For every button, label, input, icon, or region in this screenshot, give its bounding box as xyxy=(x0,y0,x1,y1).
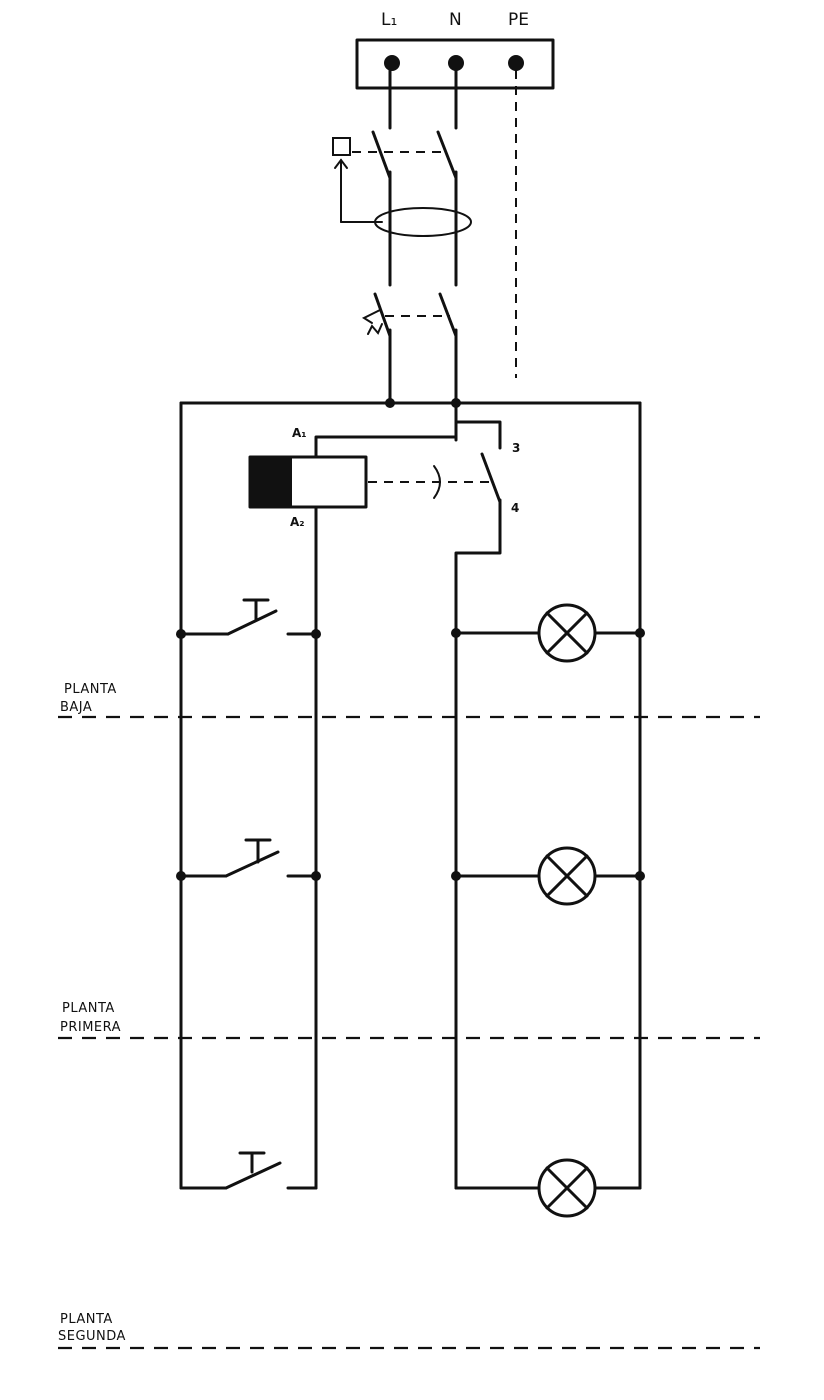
terminal-pe-label: PE xyxy=(508,10,529,30)
terminal-n-label: N xyxy=(449,10,462,30)
floor-label-line1: PLANTA xyxy=(64,682,117,697)
floor-label-line1: PLANTA xyxy=(60,1312,113,1327)
residual-current-device xyxy=(332,68,472,287)
floor-divider-baja: PLANTA BAJA xyxy=(58,682,760,719)
floor-label-line2: PRIMERA xyxy=(60,1020,121,1035)
lamp-3 xyxy=(454,1158,642,1218)
floor-divider-primera: PLANTA PRIMERA xyxy=(58,1001,760,1040)
relay-coil xyxy=(248,455,368,509)
lamp-2 xyxy=(451,846,645,906)
relay: A₁ A₂ 3 4 xyxy=(248,401,520,1190)
terminal-l1-label: L₁ xyxy=(381,10,397,30)
floor-divider-segunda: PLANTA SEGUNDA xyxy=(58,1312,760,1350)
floor-label-line2: BAJA xyxy=(60,700,92,715)
circuit-breaker xyxy=(361,292,458,405)
contact-4-label: 4 xyxy=(511,501,519,515)
pushbutton-2 xyxy=(176,838,321,881)
pushbutton-1 xyxy=(176,598,321,639)
floor-label-line1: PLANTA xyxy=(62,1001,115,1016)
lamp-1 xyxy=(451,603,645,663)
floor-label-line2: SEGUNDA xyxy=(58,1329,126,1344)
pushbutton-3 xyxy=(179,1151,318,1190)
main-bus xyxy=(179,398,642,1190)
relay-coil-filled xyxy=(250,457,292,507)
coil-a2-label: A₂ xyxy=(290,515,305,529)
contact-3-label: 3 xyxy=(512,441,520,455)
coil-a1-label: A₁ xyxy=(292,426,307,440)
